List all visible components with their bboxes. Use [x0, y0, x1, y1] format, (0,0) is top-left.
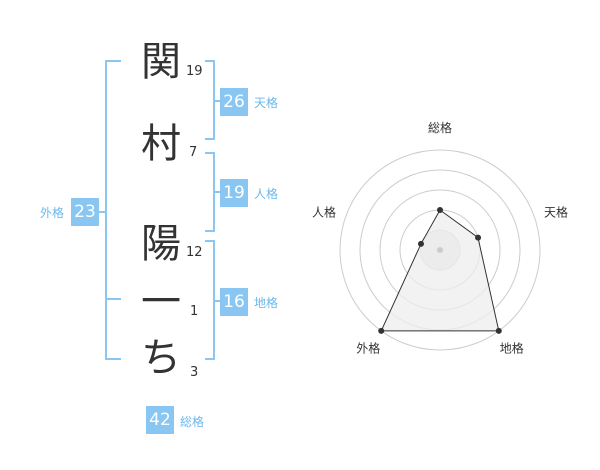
stroke-count-1: 19: [186, 64, 203, 79]
gaikaku-value: 23: [71, 198, 99, 226]
radar-axis-label: 天格: [544, 204, 568, 219]
radar-point: [475, 234, 482, 241]
radar-point: [437, 207, 443, 213]
radar-axis-label: 総格: [428, 120, 452, 135]
soukaku-value: 42: [146, 406, 174, 434]
stroke-count-4: 1: [190, 304, 199, 319]
radar-ring: [339, 149, 541, 351]
chikaku-value: 16: [220, 288, 248, 316]
radar-point: [378, 327, 385, 334]
name-char-4: 一: [141, 279, 181, 325]
radar-point: [495, 327, 502, 334]
name-char-5: ち: [141, 335, 181, 381]
stroke-count-3: 12: [186, 245, 203, 260]
name-char-2: 村: [141, 121, 181, 167]
jinkaku-value: 19: [220, 179, 248, 207]
jinkaku-label: 人格: [254, 187, 279, 201]
chikaku-label: 地格: [254, 296, 279, 310]
tenkaku-label: 天格: [254, 96, 279, 110]
tenkaku-value: 26: [220, 88, 248, 116]
stroke-count-2: 7: [189, 145, 198, 160]
radar-polygon: [380, 209, 500, 332]
soukaku-label: 総格: [180, 415, 205, 429]
radar-center: [437, 247, 443, 253]
stroke-count-5: 3: [190, 365, 199, 380]
radar-axis-label: 人格: [312, 204, 336, 219]
name-char-3: 陽: [141, 221, 181, 267]
radar-axis-label: 外格: [356, 341, 380, 356]
radar-points: [378, 207, 502, 334]
name-char-1: 関: [141, 39, 181, 85]
radar-axis-label: 地格: [500, 341, 524, 356]
radar-point: [417, 240, 424, 247]
gaikaku-label: 外格: [40, 206, 65, 220]
